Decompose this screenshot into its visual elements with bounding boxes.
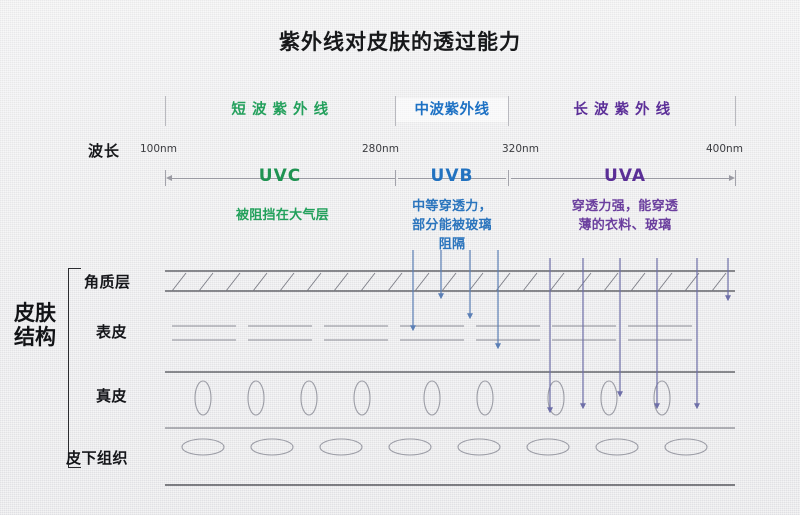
page-title: 紫外线对皮肤的透过能力 bbox=[279, 30, 521, 54]
band-label-long: 长 波 紫 外 线 bbox=[573, 102, 671, 118]
band-label-medium: 中波紫外线 bbox=[396, 98, 508, 122]
uva-range-line bbox=[511, 178, 733, 179]
band-divider-uvb-start bbox=[395, 96, 396, 126]
layer-label-dermis: 真皮 bbox=[96, 387, 128, 405]
layer-label-subcutaneous: 皮下组织 bbox=[66, 449, 129, 467]
uvb-description: 中等穿透力， 部分能被玻璃 阻隔 bbox=[412, 199, 492, 252]
uva-arrow-right-icon bbox=[729, 174, 735, 181]
skin-structure-bracket bbox=[68, 268, 81, 468]
range-tick-100 bbox=[165, 170, 166, 186]
uva-label: UVA bbox=[604, 166, 646, 186]
uvc-description: 被阻挡在大气层 bbox=[235, 208, 330, 223]
wavelength-tick-320: 320nm bbox=[502, 143, 539, 155]
range-tick-280 bbox=[395, 170, 396, 186]
uvc-arrow-left-icon bbox=[166, 174, 172, 181]
layer-label-stratum-corneum: 角质层 bbox=[84, 273, 131, 291]
band-divider-uvb-end bbox=[508, 96, 509, 126]
uvc-label: UVC bbox=[258, 166, 302, 186]
range-tick-320 bbox=[508, 170, 509, 186]
uvc-range-line bbox=[168, 178, 395, 179]
uva-description: 穿透力强，能穿透 薄的衣料、玻璃 bbox=[571, 199, 679, 233]
band-divider-left bbox=[165, 96, 166, 126]
range-tick-400 bbox=[735, 170, 736, 186]
band-divider-right bbox=[735, 96, 736, 126]
uvb-label: UVB bbox=[430, 166, 474, 186]
skin-structure-label: 皮肤结构 bbox=[14, 301, 56, 349]
layer-label-epidermis: 表皮 bbox=[96, 323, 128, 341]
uvb-range-line bbox=[398, 178, 506, 179]
wavelength-axis-label: 波长 bbox=[88, 142, 121, 160]
wavelength-tick-280: 280nm bbox=[362, 143, 399, 155]
wavelength-tick-400: 400nm bbox=[706, 143, 743, 155]
wavelength-tick-100: 100nm bbox=[140, 143, 177, 155]
band-label-short: 短 波 紫 外 线 bbox=[231, 102, 329, 118]
